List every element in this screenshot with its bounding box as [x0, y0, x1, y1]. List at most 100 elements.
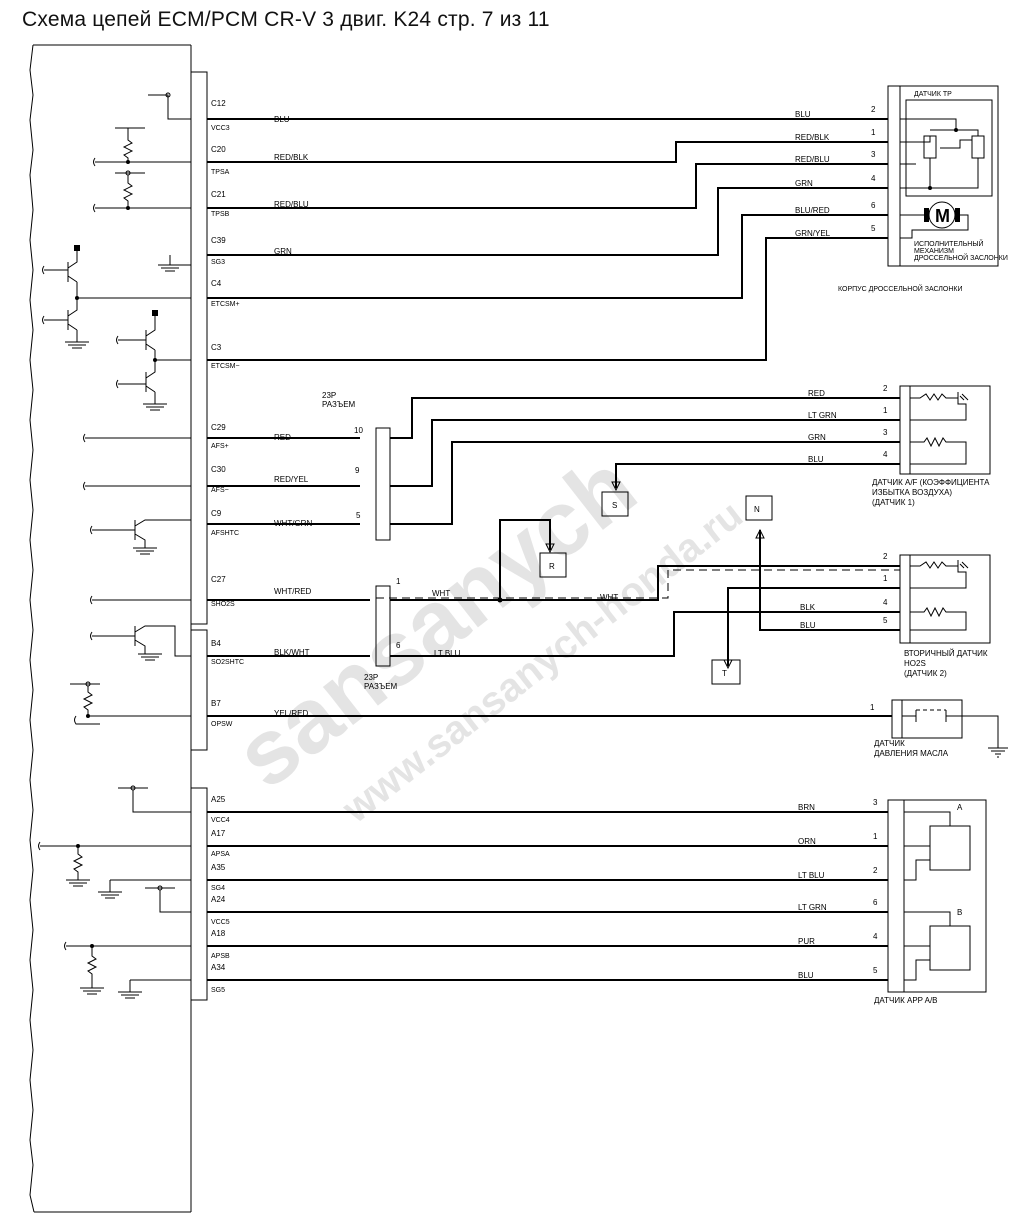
tp-wire-pin-4: 6 — [871, 201, 876, 210]
connector-23p-pin-6: 6 — [396, 641, 401, 650]
ecm-pin-0: C12 — [211, 99, 226, 108]
ecm-signal-12: VCC4 — [211, 817, 230, 824]
ecm-signal-14: SG4 — [211, 885, 225, 892]
connector-23p-pin-9: 9 — [355, 466, 360, 475]
tp-wire-color-0: BLU — [795, 110, 811, 119]
opsw-pin-1: 1 — [870, 703, 875, 712]
actuator-label-3: ДРОССЕЛЬНОЙ ЗАСЛОНКИ — [914, 253, 1008, 262]
tp-wire-color-2: RED/BLU — [795, 155, 830, 164]
wire-label-left-7: WHT/RED — [274, 587, 312, 596]
ecm-pin-1: C20 — [211, 145, 226, 154]
ecm-pin-15: A24 — [211, 895, 226, 904]
ref-r: R — [549, 562, 555, 571]
af-caption-line-3: (ДАТЧИК 1) — [872, 498, 915, 507]
af-wire-pin-0: 2 — [883, 384, 888, 393]
app-wire-color-2: LT BLU — [798, 871, 825, 880]
wire-label-left-5: RED/YEL — [274, 475, 309, 484]
ref-s: S — [612, 501, 617, 510]
ecm-pin-9: C27 — [211, 575, 226, 584]
ecm-pin-4: C4 — [211, 279, 222, 288]
app-label-b: B — [957, 908, 962, 917]
ho2s-wire-color-3: BLU — [800, 621, 816, 630]
ho2s-sensor — [899, 554, 991, 644]
connector-23p-bottom-label-2: РАЗЪЕМ — [364, 682, 398, 691]
app-wire-color-0: BRN — [798, 803, 815, 812]
ho2s-wire-pin-1: 1 — [883, 574, 888, 583]
ecm-signal-11: OPSW — [211, 721, 233, 728]
tp-wire-color-4: BLU/RED — [795, 206, 830, 215]
connector-23p-bottom-label-1: 23P — [364, 673, 378, 682]
ho2s-caption-line-2: HO2S — [904, 659, 926, 668]
af-caption-line-1: ДАТЧИК A/F (КОЭФФИЦИЕНТА — [872, 478, 990, 487]
wire-label-wht-2: WHT — [600, 593, 618, 602]
watermark: sansanych www.sansanych-honda.ru — [217, 435, 751, 832]
ecm-signal-16: APSB — [211, 953, 230, 960]
tp-sensor-title: ДАТЧИК TP — [914, 91, 952, 98]
af-wire-pin-1: 1 — [883, 406, 888, 415]
tp-wire-color-5: GRN/YEL — [795, 229, 831, 238]
ecm-pin-12: A25 — [211, 795, 226, 804]
ecm-connectors — [190, 71, 208, 1001]
ho2s-wire-pin-3: 5 — [883, 616, 888, 625]
ecm-pin-14: A35 — [211, 863, 226, 872]
ecm-pin-3: C39 — [211, 236, 226, 245]
af-sensor-wiring — [207, 397, 900, 525]
ecm-pin-13: A17 — [211, 829, 226, 838]
wire-label-left-3: GRN — [274, 247, 292, 256]
wire-label-left-0: BLU — [274, 115, 290, 124]
throttle-body-wiring — [207, 118, 888, 361]
ecm-signal-5: ETCSM− — [211, 363, 240, 370]
reference-boxes: S R N T — [539, 491, 773, 685]
ecm-signal-2: TPSB — [211, 211, 230, 218]
ecm-pin-2: C21 — [211, 190, 226, 199]
ecm-signal-17: SG5 — [211, 987, 225, 994]
ecm-signal-13: APSA — [211, 851, 230, 858]
page-title: Схема цепей ECM/PCM CR-V 3 двиг. K24 стр… — [22, 8, 550, 31]
ho2s-wire-pin-0: 2 — [883, 552, 888, 561]
tp-wire-pin-5: 5 — [871, 224, 876, 233]
af-wire-color-0: RED — [808, 389, 825, 398]
connector-23p-pin-1: 1 — [396, 577, 401, 586]
connector-23p-label-2: РАЗЪЕМ — [322, 400, 356, 409]
ecm-signal-9: SHO2S — [211, 601, 235, 608]
af-sensor — [899, 385, 991, 475]
tp-wire-pin-0: 2 — [871, 105, 876, 114]
app-wire-color-4: PUR — [798, 937, 815, 946]
wire-label-left-8: BLK/WHT — [274, 648, 310, 657]
tp-wire-pin-1: 1 — [871, 128, 876, 137]
af-wire-pin-3: 4 — [883, 450, 888, 459]
ref-n: N — [754, 505, 760, 514]
ecm-signal-6: AFS+ — [211, 443, 229, 450]
actuator-label-2: МЕХАНИЗМ — [914, 248, 954, 255]
wire-label-wht-1: WHT — [432, 589, 450, 598]
ecm-signal-3: SG3 — [211, 259, 225, 266]
app-wire-color-1: ORN — [798, 837, 816, 846]
ecm-signal-7: AFS− — [211, 487, 229, 494]
ecm-pin-5: C3 — [211, 343, 222, 352]
ecm-unit — [29, 44, 192, 1213]
actuator-label-1: ИСПОЛНИТЕЛЬНЫЙ — [914, 239, 984, 248]
app-wire-pin-5: 5 — [873, 966, 878, 975]
motor-symbol: M — [935, 206, 950, 226]
app-wire-pin-2: 2 — [873, 866, 878, 875]
app-sensor: A B ДАТЧИК APP A/B — [874, 799, 987, 1005]
wire-labels-left: BLURED/BLKRED/BLUGRNREDRED/YELWHT/GRNWHT… — [274, 115, 312, 718]
oil-pressure-switch: 1 ДАТЧИК ДАВЛЕНИЯ МАСЛА — [870, 699, 1008, 758]
tp-wire-pin-3: 4 — [871, 174, 876, 183]
tp-wire-color-1: RED/BLK — [795, 133, 830, 142]
app-wire-color-5: BLU — [798, 971, 814, 980]
ecm-pin-11: B7 — [211, 699, 221, 708]
ecm-pin-6: C29 — [211, 423, 226, 432]
af-caption-line-2: ИЗБЫТКА ВОЗДУХА) — [872, 488, 952, 497]
ecm-signal-4: ETCSM+ — [211, 301, 240, 308]
connector-23p-label-1: 23P — [322, 391, 336, 400]
ho2s-wire-pin-2: 4 — [883, 598, 888, 607]
wire-label-left-1: RED/BLK — [274, 153, 309, 162]
opsw-caption-line-2: ДАВЛЕНИЯ МАСЛА — [874, 749, 949, 758]
ecm-pin-labels: C12VCC3C20TPSAC21TPSBC39SG3C4ETCSM+C3ETC… — [211, 99, 244, 994]
ho2s-caption-line-1: ВТОРИЧНЫЙ ДАТЧИК — [904, 649, 988, 658]
